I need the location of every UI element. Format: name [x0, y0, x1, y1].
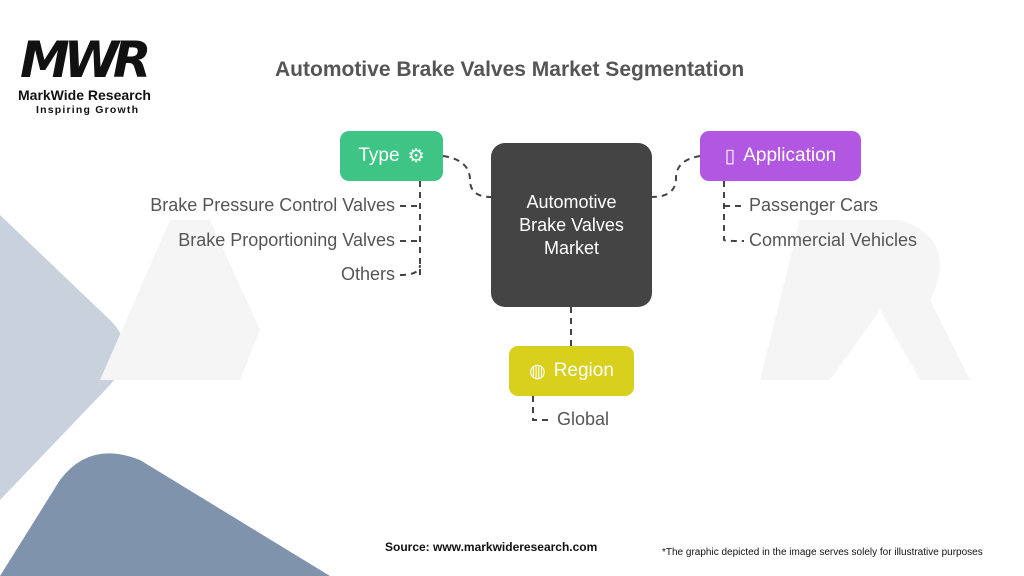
- center-node: Automotive Brake Valves Market: [491, 143, 652, 307]
- region-item: Global: [557, 409, 610, 429]
- region-node: ◍ Region: [509, 346, 634, 396]
- type-item: Brake Proportioning Valves: [178, 230, 395, 250]
- logo-tagline: Inspiring Growth: [36, 104, 140, 116]
- application-item: Passenger Cars: [749, 195, 879, 215]
- application-node: ▯ Application: [700, 131, 861, 181]
- page-title: Automotive Brake Valves Market Segmentat…: [275, 58, 745, 81]
- source-text: Source: www.markwideresearch.com: [385, 540, 598, 554]
- logo-name: MarkWide Research: [18, 87, 151, 103]
- type-label: Type: [358, 145, 400, 166]
- type-item: Others: [340, 264, 395, 284]
- logo-mark: MWR: [20, 31, 151, 89]
- type-item: Brake Pressure Control Valves: [150, 195, 395, 215]
- type-node: Type ⚙: [340, 131, 443, 181]
- application-item: Commercial Vehicles: [749, 230, 918, 250]
- globe-icon: ◍: [529, 360, 546, 382]
- application-label: Application: [743, 145, 837, 166]
- device-car-icon: ▯: [724, 145, 736, 167]
- region-label: Region: [553, 360, 614, 381]
- engine-valve-icon: ⚙: [407, 145, 425, 167]
- center-label: Automotive Brake Valves Market: [519, 191, 624, 258]
- disclaimer-note: *The graphic depicted in the image serve…: [662, 547, 983, 558]
